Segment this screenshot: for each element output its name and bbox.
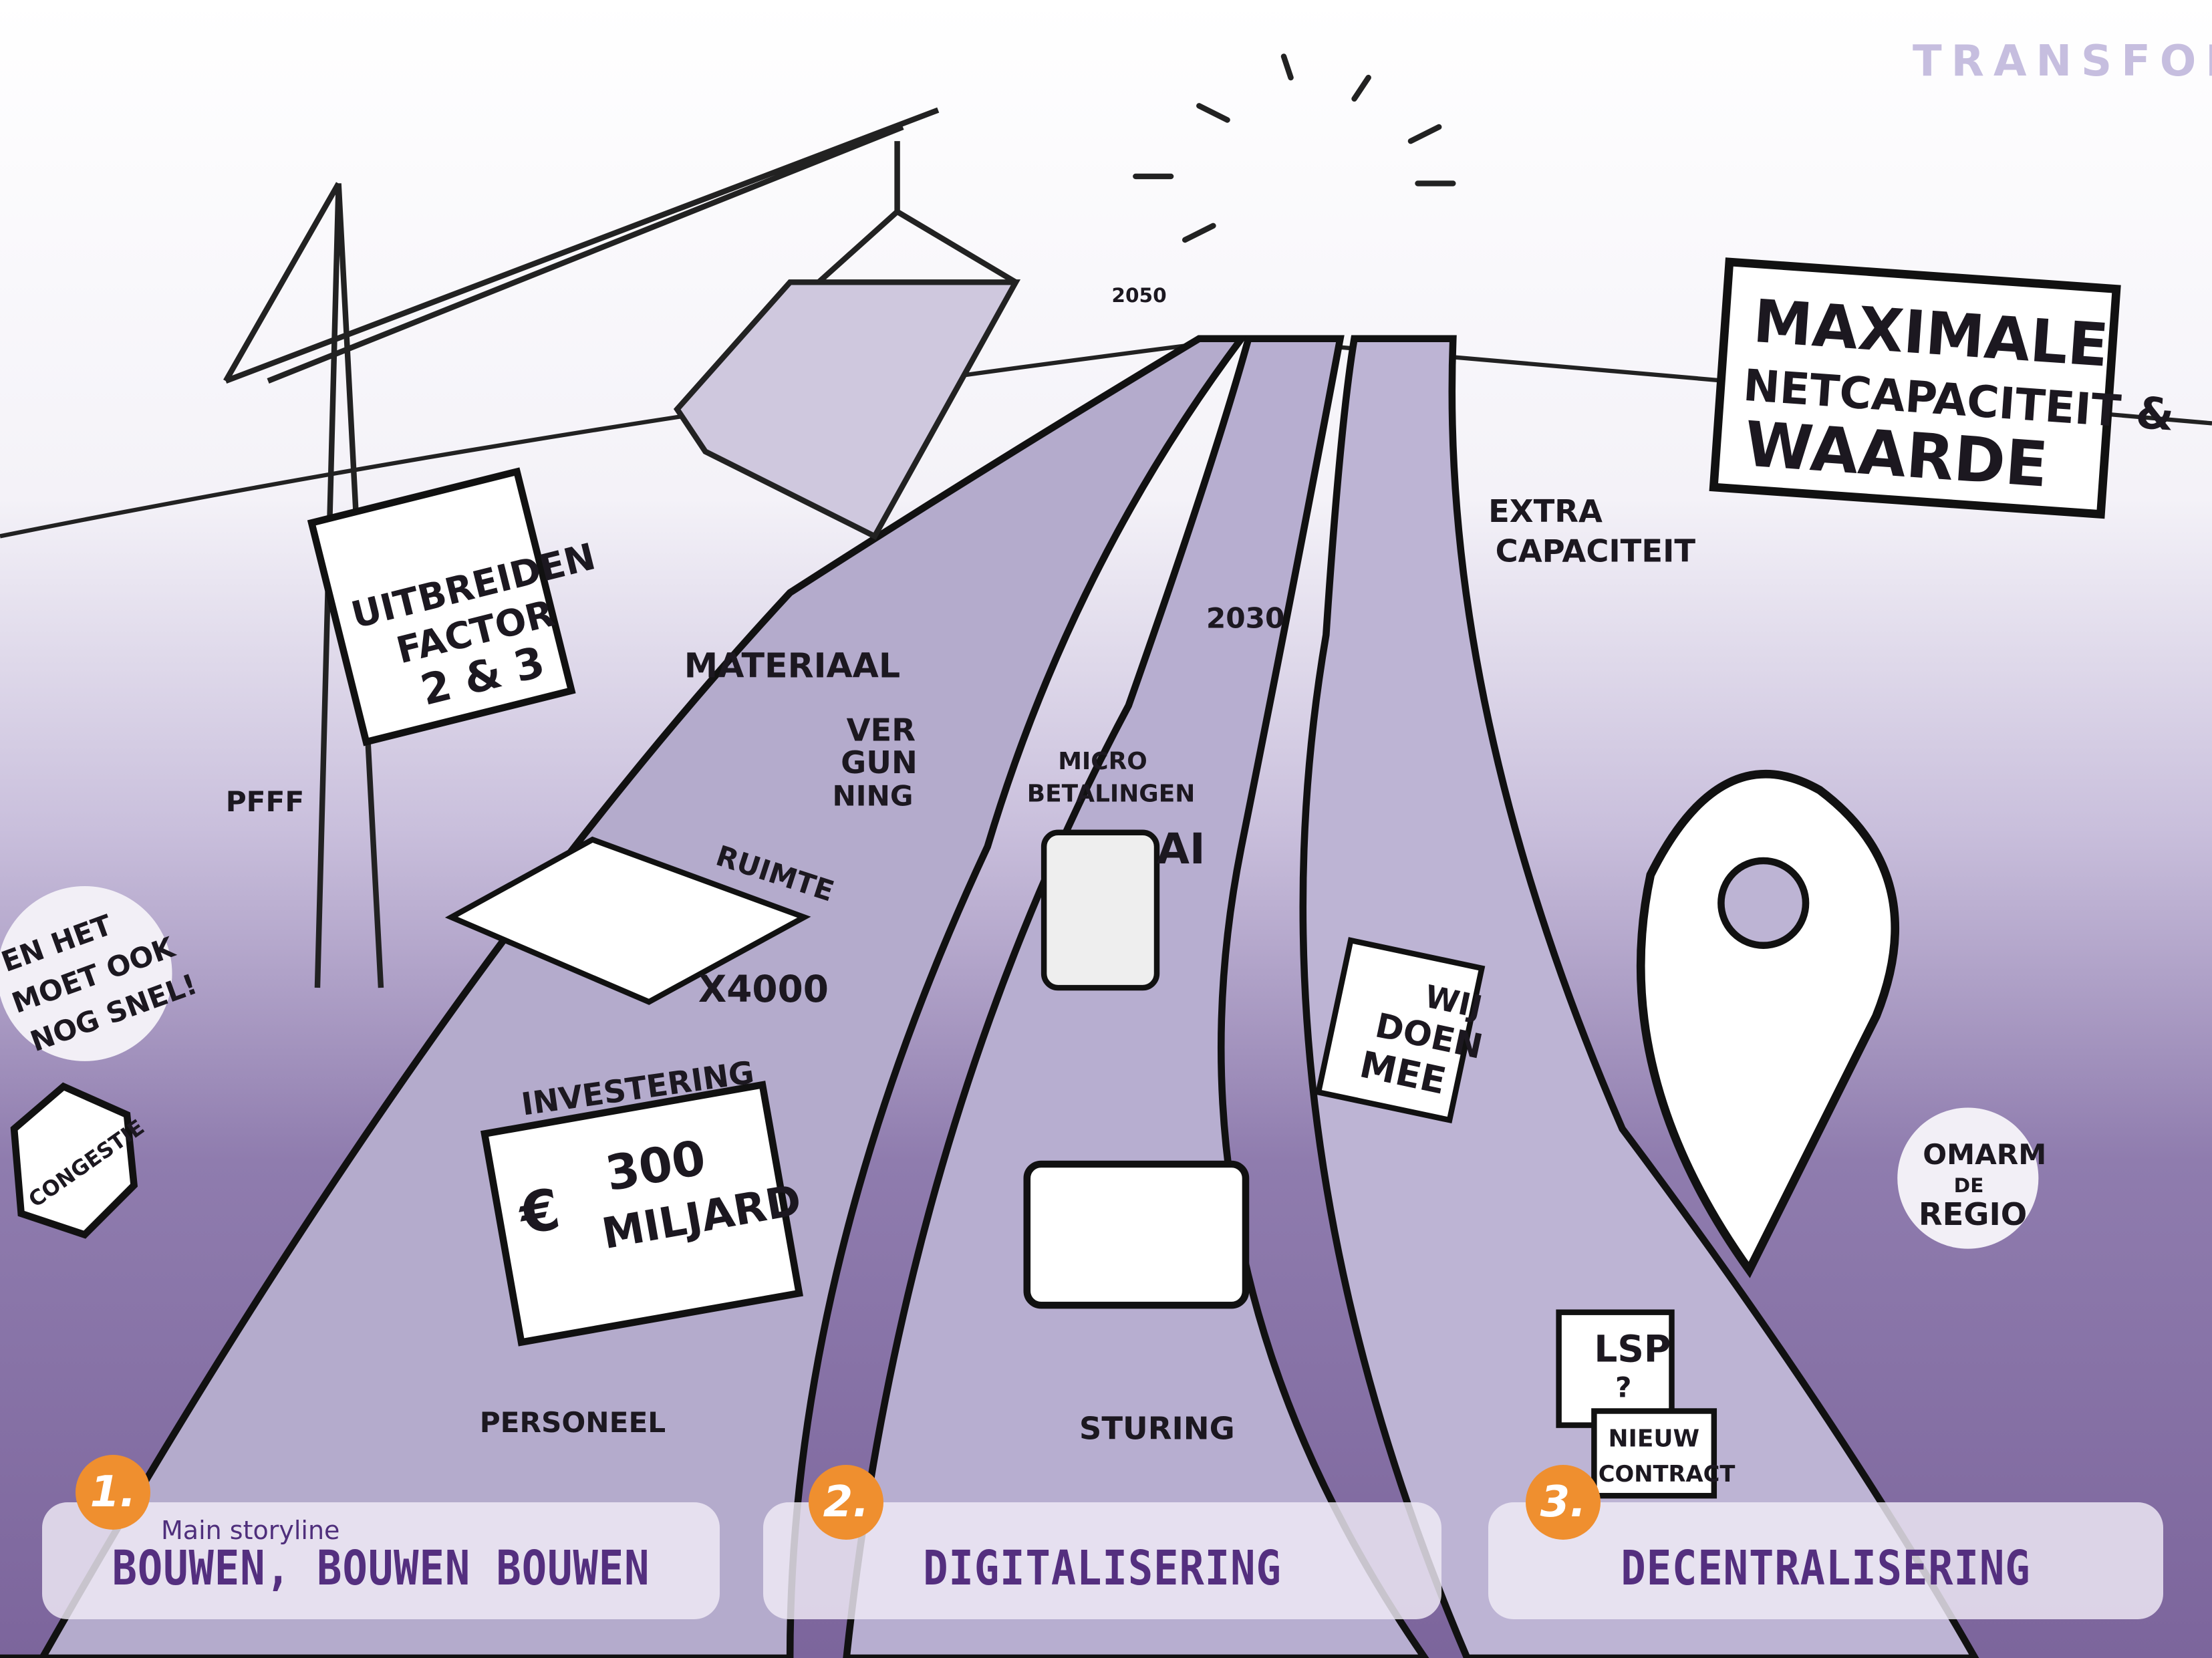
sign-uitbreiden <box>307 467 576 746</box>
note-lsp <box>1556 1309 1675 1428</box>
label-lsp-q: ? <box>1615 1371 1631 1403</box>
robot-icon <box>1041 829 1160 991</box>
label-2050: 2050 <box>1111 284 1166 307</box>
location-pin-icon <box>1636 770 1900 1278</box>
label-vergunning-2: GUN <box>841 744 918 781</box>
congestion-stop-sign <box>10 1082 138 1239</box>
label-ai: AI <box>1157 824 1206 873</box>
label-de: DE <box>1954 1174 1984 1197</box>
label-regio: REGIO <box>1919 1196 2027 1232</box>
label-omarm: OMARM <box>1923 1138 2046 1171</box>
label-contract: CONTRACT <box>1599 1461 1736 1487</box>
storyline-title: DECENTRALISERING <box>1621 1540 2031 1597</box>
crane-icon <box>223 107 1021 988</box>
label-2030: 2030 <box>1206 602 1285 635</box>
storyline-title: BOUWEN, BOUWEN BOUWEN <box>112 1540 650 1597</box>
horizon-line <box>0 336 2212 539</box>
storyline-number-badge: 2. <box>809 1465 883 1540</box>
label-x4000: X4000 <box>698 968 829 1010</box>
storyline-subtitle: Main storyline <box>161 1516 340 1545</box>
speech-bubble-snel <box>0 886 172 1061</box>
sign-maximale <box>1709 257 2121 519</box>
label-betalingen: BETALINGEN <box>1027 780 1195 807</box>
storyline-card-digitalisering[interactable]: DIGITALISERING <box>763 1502 1441 1619</box>
sign-wij-doen-mee <box>1315 937 1486 1124</box>
note-contract <box>1591 1408 1717 1499</box>
dashboard <box>1023 1160 1250 1309</box>
storyline-card-decentralisering[interactable]: DECENTRALISERING <box>1488 1502 2163 1619</box>
label-capaciteit: CAPACITEIT <box>1496 533 1696 569</box>
label-pfff: PFFF <box>226 785 304 818</box>
label-micro: MICRO <box>1058 748 1147 775</box>
football-field <box>444 836 811 1005</box>
storyline-title: DIGITALISERING <box>923 1540 1282 1597</box>
road-decentralisering <box>1299 335 1979 1658</box>
label-nieuw: NIEUW <box>1609 1425 1700 1452</box>
storyline-card-bouwen[interactable]: Main storyline BOUWEN, BOUWEN BOUWEN <box>42 1502 720 1619</box>
speech-bubble-omarm <box>1897 1107 2039 1249</box>
label-vergunning-1: VER <box>847 712 916 748</box>
label-lsp: LSP <box>1594 1328 1671 1371</box>
label-personeel: PERSONEEL <box>480 1406 666 1439</box>
label-extra: EXTRA <box>1488 493 1603 529</box>
label-vergunning-3: NING <box>832 780 913 813</box>
cheque <box>480 1081 803 1347</box>
transform-logo: TRANSFORM <box>1913 37 2212 86</box>
label-materiaal: MATERIAAL <box>684 646 900 686</box>
storyline-number-badge: 1. <box>76 1455 150 1530</box>
label-sturing: STURING <box>1079 1411 1235 1447</box>
storyline-number-badge: 3. <box>1526 1465 1601 1540</box>
burst-icon <box>1133 53 1456 243</box>
road-bouwen <box>0 335 1249 1658</box>
